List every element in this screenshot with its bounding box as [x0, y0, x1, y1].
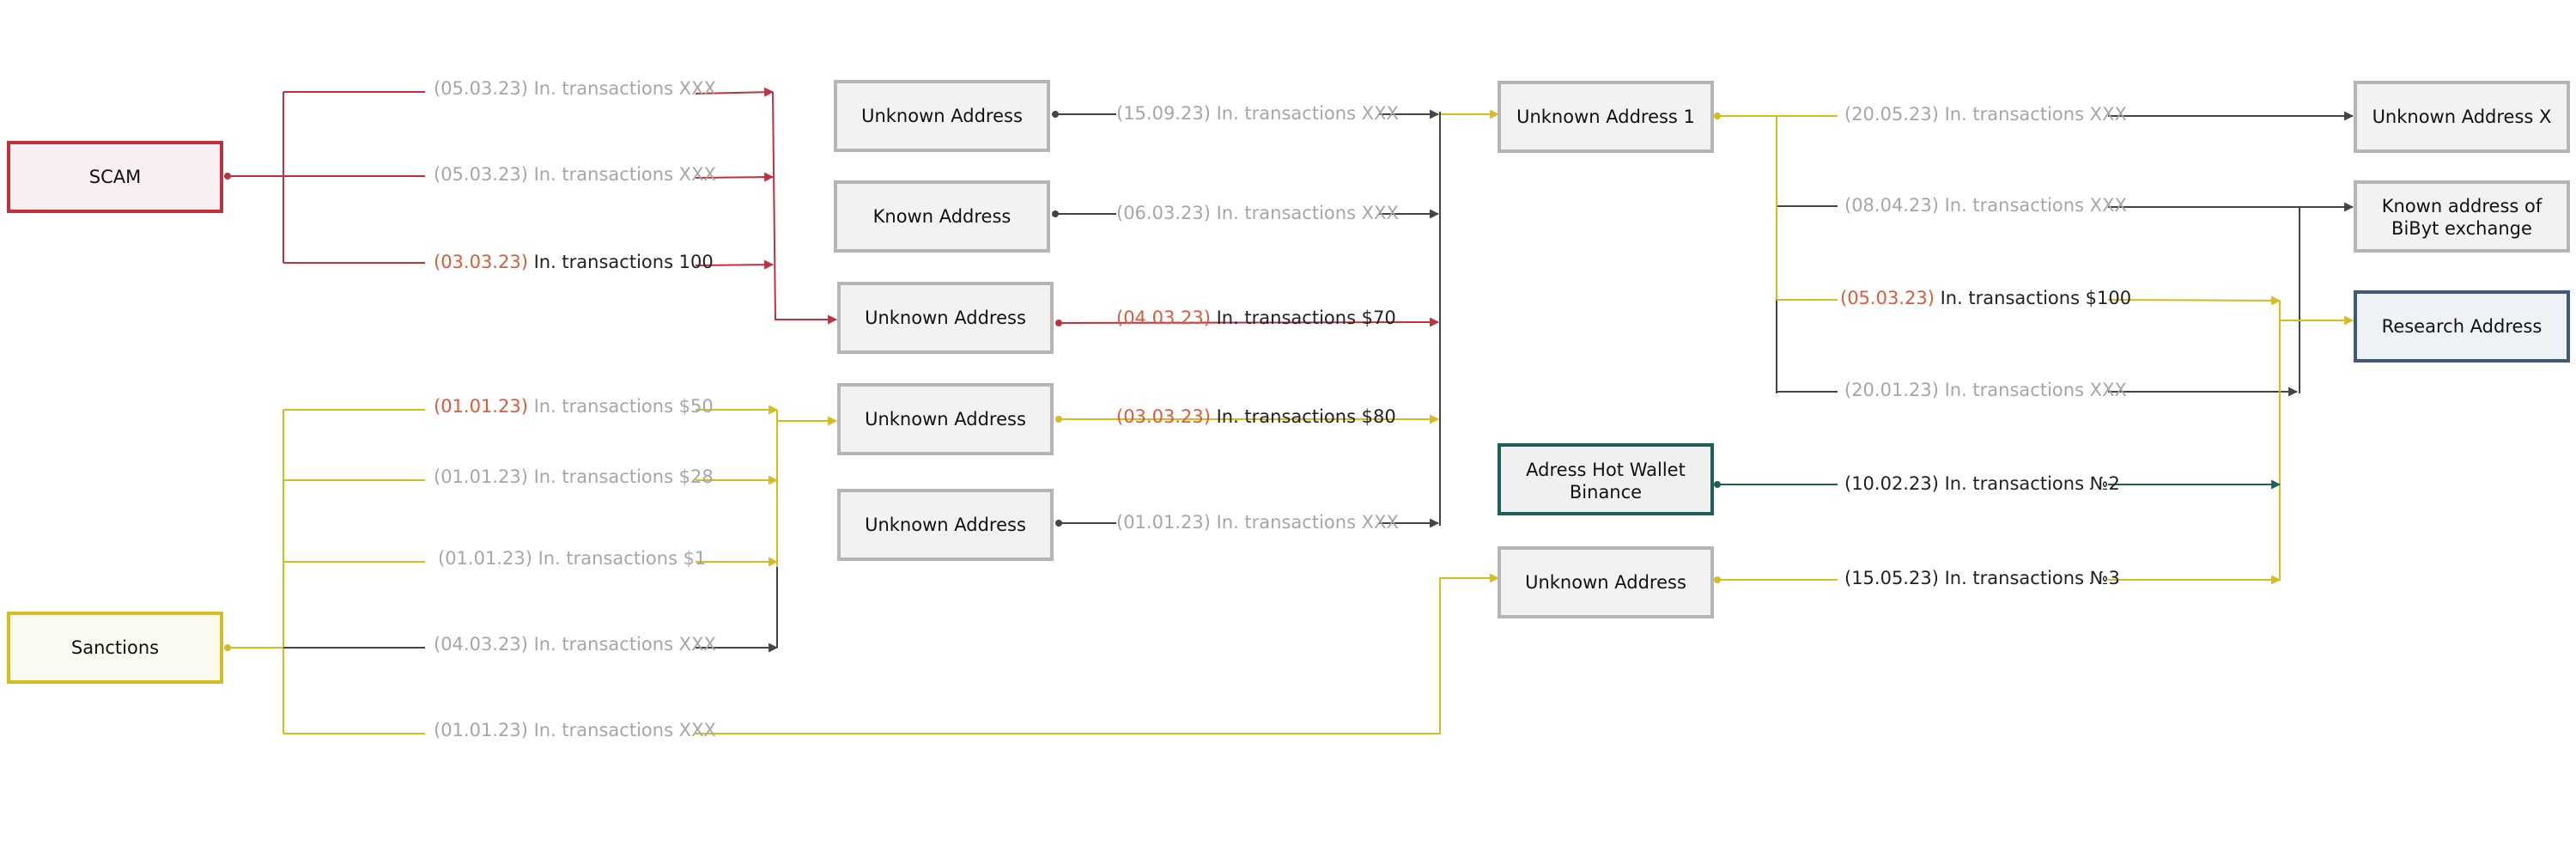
edge-label-hot-wallet: (10.02.23) In. transactions №2 [1844, 473, 2120, 494]
edge-label-right-2: (08.04.23) In. transactions XXX [1844, 195, 2127, 216]
edge-label-scam-1: (05.03.23) In. transactions XXX [434, 78, 716, 99]
node-hot-wallet-binance[interactable]: Adress Hot Wallet Binance [1498, 443, 1714, 515]
node-unknown-address-a3[interactable]: Unknown Address [837, 383, 1054, 455]
dark-connectors [283, 109, 2354, 653]
node-unknown-address-a2-label: Unknown Address [865, 308, 1026, 328]
node-unknown-address-a1[interactable]: Unknown Address [834, 80, 1050, 152]
edge-label-scam-2: (05.03.23) In. transactions XXX [434, 164, 716, 185]
node-unknown-address-a1-label: Unknown Address [861, 106, 1023, 126]
edge-label-sanctions-1: (01.01.23) In. transactions $50 [434, 396, 714, 417]
edge-label-sanctions-3: (01.01.23) In. transactions $1 [438, 548, 706, 569]
edge-label-unknown-b: (15.05.23) In. transactions №3 [1844, 568, 2120, 588]
nodes: SCAM Sanctions Unknown Address Known Add… [7, 80, 2570, 684]
node-unknown-address-a3-label: Unknown Address [865, 409, 1026, 430]
node-unknown-address-x-label: Unknown Address X [2372, 107, 2552, 127]
node-unknown-address-a2[interactable]: Unknown Address [837, 282, 1054, 354]
node-unknown-address-a4-label: Unknown Address [865, 515, 1026, 535]
node-bibyt-label-1: Known address of [2382, 196, 2543, 216]
edge-label-mid-1: (15.09.23) In. transactions XXX [1116, 103, 1399, 124]
edge-label-sanctions-2: (01.01.23) In. transactions $28 [434, 466, 714, 487]
edge-label-mid-3: (04.03.23) In. transactions $70 [1116, 308, 1396, 328]
node-unknown-address-a4[interactable]: Unknown Address [837, 489, 1054, 561]
node-scam-label: SCAM [89, 167, 141, 187]
node-sanctions[interactable]: Sanctions [7, 612, 223, 684]
edge-labels: (05.03.23) In. transactions XXX (05.03.2… [434, 78, 2131, 740]
node-bibyt-label-2: BiByt exchange [2391, 218, 2532, 239]
node-unknown-address-b-label: Unknown Address [1525, 572, 1686, 593]
unknown1-connectors [1717, 115, 2354, 585]
edge-label-mid-5: (01.01.23) In. transactions XXX [1116, 512, 1399, 533]
node-research-address[interactable]: Research Address [2354, 290, 2570, 362]
edge-label-sanctions-5: (01.01.23) In. transactions XXX [434, 720, 716, 740]
node-research-address-label: Research Address [2382, 316, 2543, 337]
node-unknown-address-1-label: Unknown Address 1 [1516, 107, 1695, 127]
edge-label-right-3: (05.03.23) In. transactions $100 [1840, 288, 2131, 308]
node-scam[interactable]: SCAM [7, 141, 223, 213]
node-unknown-address-1[interactable]: Unknown Address 1 [1498, 81, 1714, 153]
node-unknown-address-x[interactable]: Unknown Address X [2354, 81, 2570, 153]
edge-label-right-4: (20.01.23) In. transactions XXX [1844, 380, 2127, 400]
node-hot-wallet-label-2: Binance [1570, 482, 1642, 503]
connectors [224, 87, 2354, 734]
node-bibyt-exchange[interactable]: Known address of BiByt exchange [2354, 180, 2570, 253]
node-known-address[interactable]: Known Address [834, 180, 1050, 253]
edge-label-sanctions-4: (04.03.23) In. transactions XXX [434, 634, 716, 655]
node-sanctions-label: Sanctions [71, 637, 159, 658]
edge-label-mid-4: (03.03.23) In. transactions $80 [1116, 406, 1396, 427]
node-unknown-address-b[interactable]: Unknown Address [1498, 546, 1714, 618]
node-known-address-label: Known Address [873, 206, 1012, 227]
scam-connectors [228, 87, 1440, 327]
edge-label-right-1: (20.05.23) In. transactions XXX [1844, 104, 2127, 125]
edge-label-mid-2: (06.03.23) In. transactions XXX [1116, 203, 1399, 223]
node-hot-wallet-label-1: Adress Hot Wallet [1526, 460, 1686, 480]
edge-label-scam-3: (03.03.23) In. transactions 100 [434, 252, 714, 272]
